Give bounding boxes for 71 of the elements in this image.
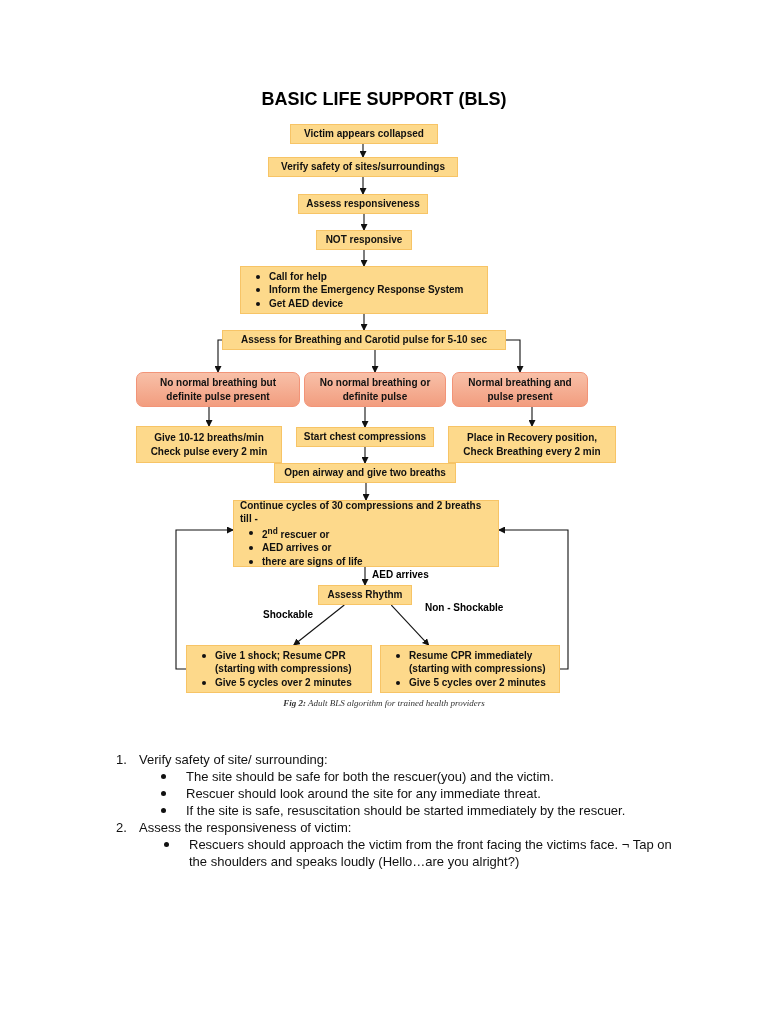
list-number: 1. [116, 751, 127, 768]
arrow [505, 339, 524, 373]
bullet-item: AED arrives or [240, 541, 492, 555]
condition-box [304, 372, 446, 407]
box-text: Assess responsiveness [305, 197, 421, 211]
bullet-item: there are signs of life [240, 554, 492, 569]
box-text: Place in Recovery position, Check Breathing every 2 min [462, 431, 602, 458]
bullet-item: 2$^{nd}$ rescuer or [240, 525, 492, 542]
edge-label: Non - Shockable [424, 602, 505, 613]
process-box [318, 585, 412, 605]
process-box [274, 463, 456, 483]
box-text: Assess for Breathing and Carotid pulse for 5-10 sec [239, 333, 489, 347]
condition-box [136, 372, 300, 407]
arrow [360, 249, 368, 267]
box-text: No normal breathing but definite pulse present [158, 376, 278, 403]
diagram-title: BASIC LIFE SUPPORT (BLS) [260, 89, 508, 110]
process-box [222, 330, 506, 350]
bullet-text: If the site is safe, resuscitation should be started immediately by the rescuer. [186, 802, 627, 819]
box-text: Start chest compressions [302, 430, 428, 444]
arrow [498, 526, 569, 670]
arrow [359, 143, 367, 158]
arrow [205, 406, 213, 427]
arrow [528, 406, 536, 427]
box-text: NOT responsive [324, 233, 404, 247]
bullet-item: Give 5 cycles over 2 minutes [387, 675, 553, 690]
process-box [233, 500, 499, 567]
bullet-item: Resume CPR immediately (starting with compressions) [387, 648, 553, 676]
process-box [296, 427, 434, 447]
process-box [268, 157, 458, 177]
box-text: Normal breathing and pulse present [467, 376, 573, 403]
box-text: Verify safety of sites/surroundings [280, 160, 446, 174]
process-box [298, 194, 428, 214]
arrow [390, 604, 430, 646]
arrow [361, 566, 369, 586]
box-text: Victim appears collapsed [303, 127, 425, 141]
arrow [371, 349, 379, 373]
process-box [316, 230, 412, 250]
process-box [136, 426, 282, 463]
process-box [290, 124, 438, 144]
process-box [380, 645, 560, 693]
bullet-item: Get AED device [247, 296, 481, 311]
list-number: 2. [116, 819, 127, 836]
arrow [360, 313, 368, 331]
arrow [361, 406, 369, 428]
bullet-text: Rescuer should look around the site for any immediate threat. [186, 785, 542, 802]
arrow [359, 176, 367, 195]
list-heading: Verify safety of site/ surrounding: [139, 751, 328, 768]
bullet-item: Give 1 shock; Resume CPR (starting with compressions) [193, 648, 365, 676]
arrow [175, 526, 234, 670]
arrow [293, 604, 345, 646]
bullet-item: Inform the Emergency Response System [247, 283, 481, 297]
list-heading: Assess the responsiveness of victim: [139, 819, 352, 836]
bullet-text: Rescuers should approach the victim from the front facing the victims face. ¬ Tap on the shoulders and speaks loudly (Hello…are you alright?) [189, 836, 673, 870]
condition-box [452, 372, 588, 407]
bullet-item: Give 5 cycles over 2 minutes [193, 675, 365, 690]
arrow [360, 213, 368, 231]
arrow [214, 339, 223, 373]
bullet-text: The site should be safe for both the rescuer(you) and the victim. [186, 768, 555, 785]
box-text: Give 10-12 breaths/min Check pulse every 2 min [149, 431, 269, 458]
edge-label: AED arrives [371, 569, 430, 580]
figure-caption: Fig 2: Adult BLS algorithm for trained health providers [282, 698, 486, 708]
box-text: Open airway and give two breaths [283, 466, 447, 480]
process-box [186, 645, 372, 693]
process-box [240, 266, 488, 314]
box-text: No normal breathing or definite pulse [318, 376, 432, 403]
bullet-item: Call for help [247, 269, 481, 284]
arrow [361, 446, 369, 464]
process-box [448, 426, 616, 463]
arrow [362, 482, 370, 501]
edge-label: Shockable [262, 609, 315, 620]
box-text: Assess Rhythm [326, 588, 404, 602]
